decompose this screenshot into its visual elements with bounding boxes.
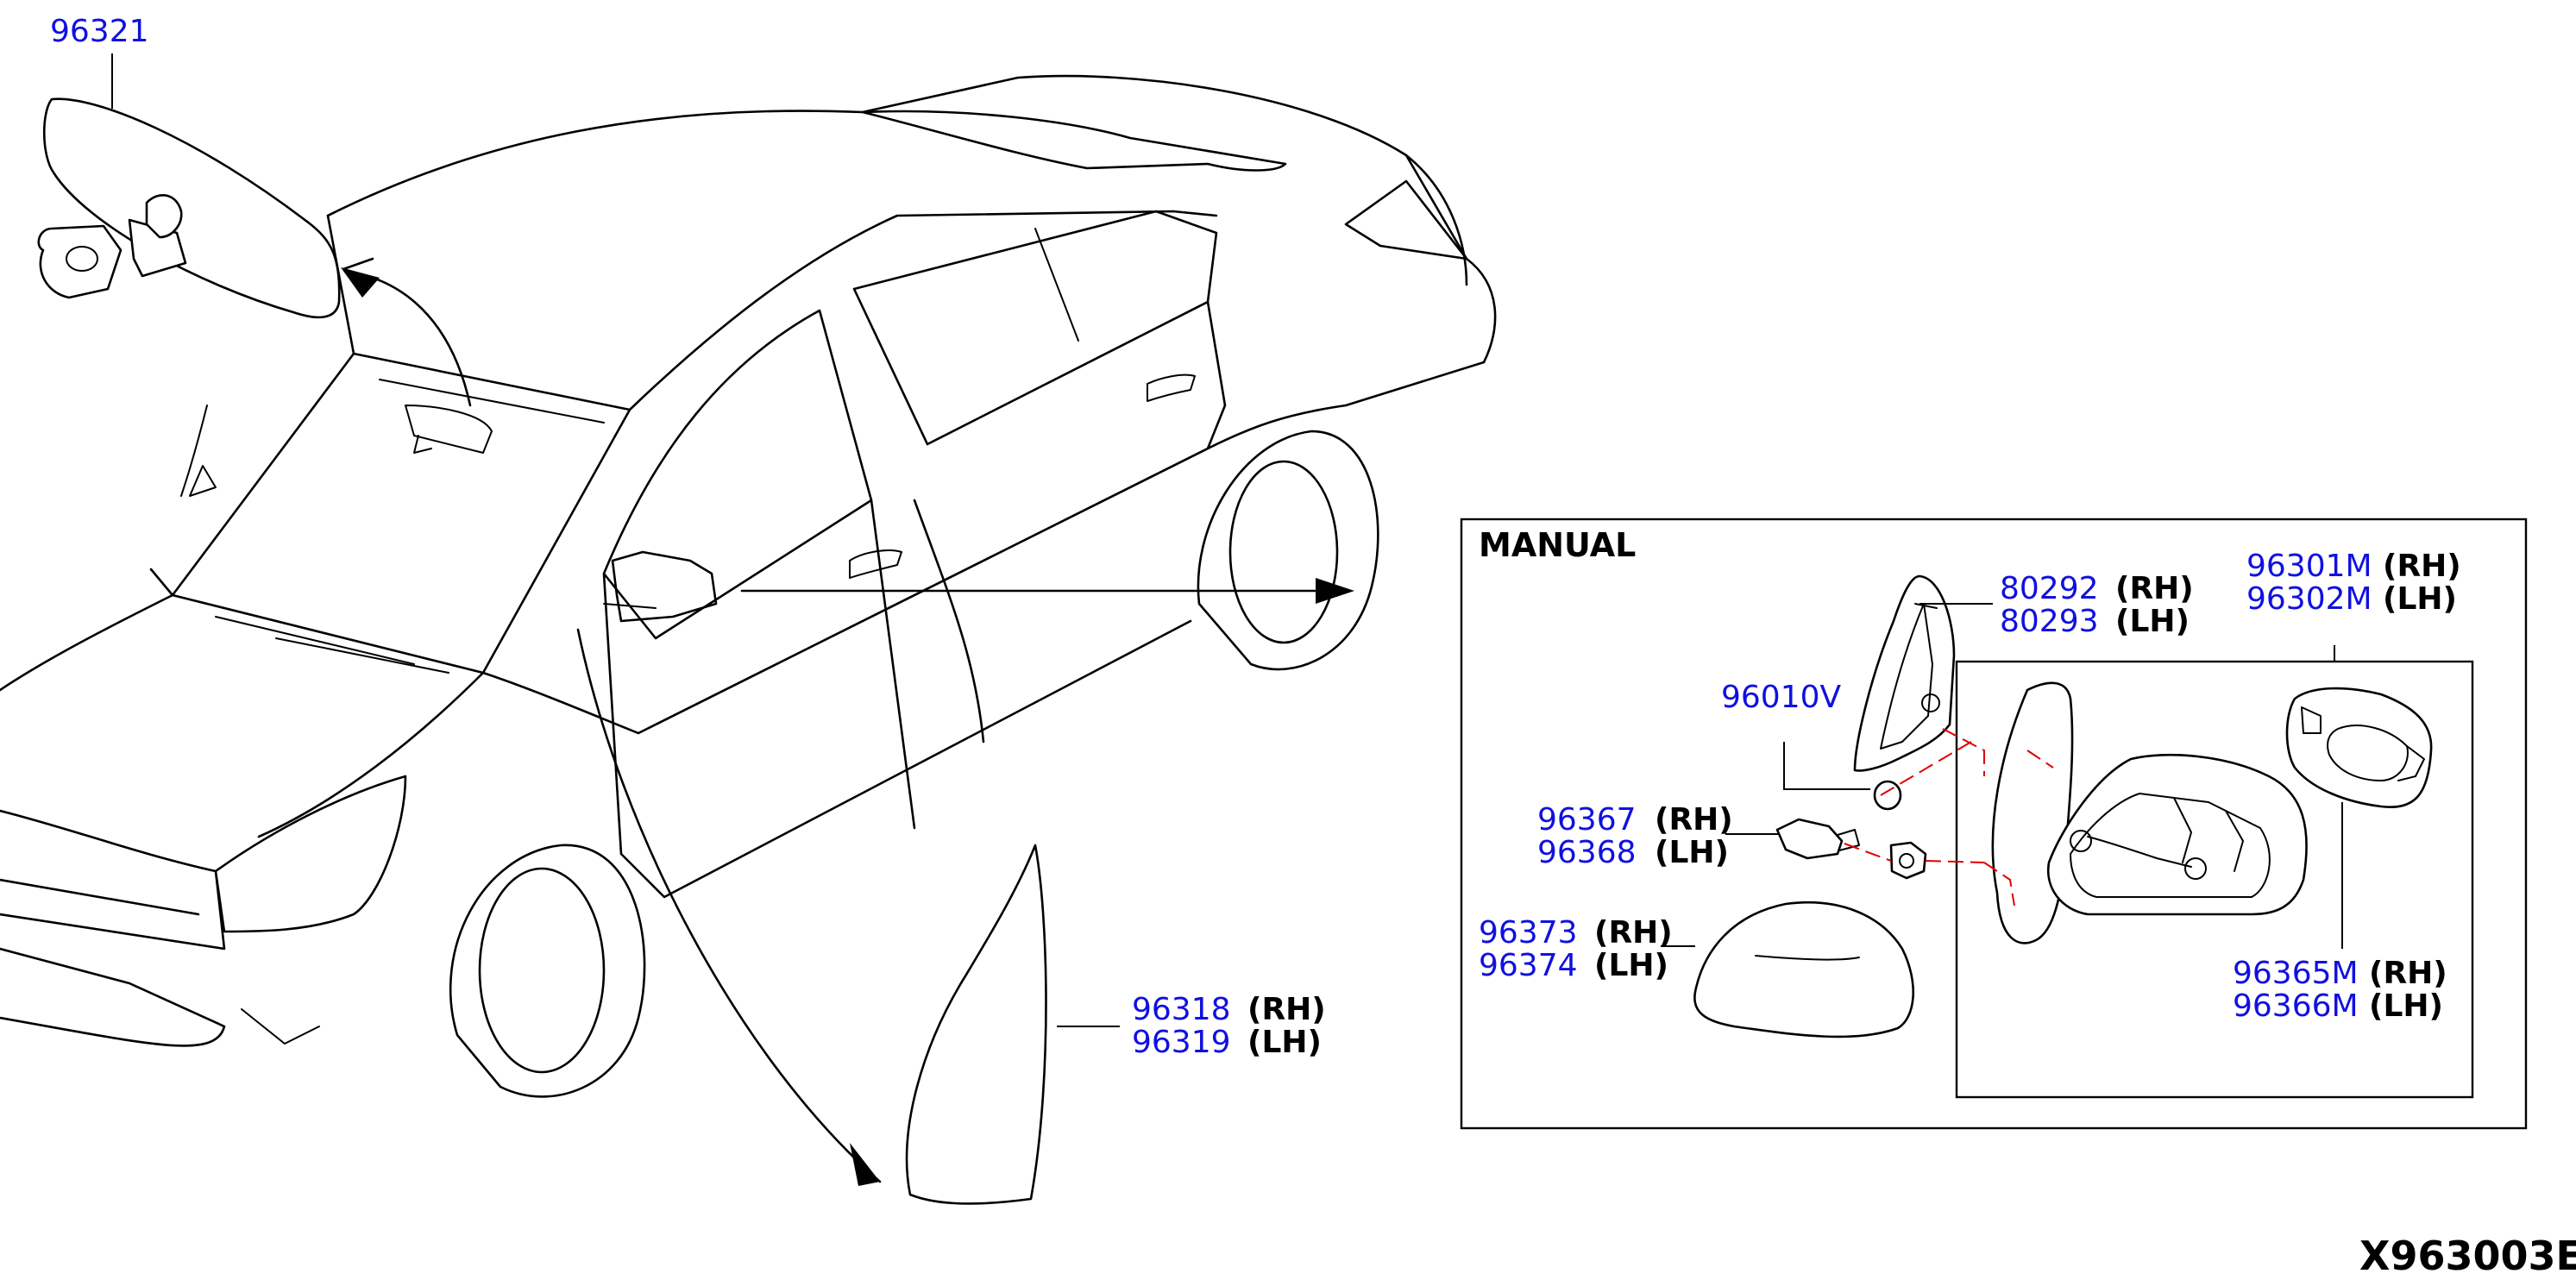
part-number-80292: 80292	[2000, 571, 2099, 606]
part-number-96368: 96368	[1537, 835, 1637, 870]
part-number-96374: 96374	[1479, 948, 1578, 983]
side-label-96318: (RH)	[1247, 992, 1326, 1027]
side-label-96373: (RH)	[1594, 915, 1673, 951]
part-number-96373: 96373	[1479, 915, 1578, 951]
part-number-80293: 80293	[2000, 604, 2099, 639]
part-number-96366M: 96366M	[2233, 988, 2359, 1024]
part-number-96302M: 96302M	[2246, 581, 2372, 617]
manual-inset: MANUAL	[1460, 518, 2528, 1130]
part-number-96010V: 96010V	[1721, 680, 1842, 715]
side-label-80292: (RH)	[2115, 571, 2194, 606]
side-label-96302M: (LH)	[2383, 581, 2457, 617]
rear-view-mirror: 96321	[37, 14, 472, 407]
side-label-96319: (LH)	[1247, 1025, 1322, 1060]
inset-title: MANUAL	[1479, 526, 1636, 564]
part-number-96301M: 96301M	[2246, 549, 2372, 584]
part-number-96367: 96367	[1537, 802, 1637, 838]
part-number-96318: 96318	[1132, 992, 1231, 1027]
side-label-80293: (LH)	[2115, 604, 2190, 639]
diagram-code: X963003E	[2359, 1233, 2576, 1279]
side-label-96366M: (LH)	[2369, 988, 2443, 1024]
mirror-glass: 96318 (RH) 96319 (LH)	[576, 628, 1326, 1205]
car-illustration	[0, 74, 1497, 1098]
part-number-96365M: 96365M	[2233, 956, 2359, 991]
part-number-96319: 96319	[1132, 1025, 1231, 1060]
side-label-96368: (LH)	[1655, 835, 1729, 870]
part-number-96321: 96321	[50, 14, 149, 49]
side-label-96365M: (RH)	[2369, 956, 2447, 991]
side-label-96374: (LH)	[1594, 948, 1668, 983]
callout-arrow	[740, 578, 1354, 604]
side-label-96367: (RH)	[1655, 802, 1733, 838]
side-label-96301M: (RH)	[2383, 549, 2461, 584]
